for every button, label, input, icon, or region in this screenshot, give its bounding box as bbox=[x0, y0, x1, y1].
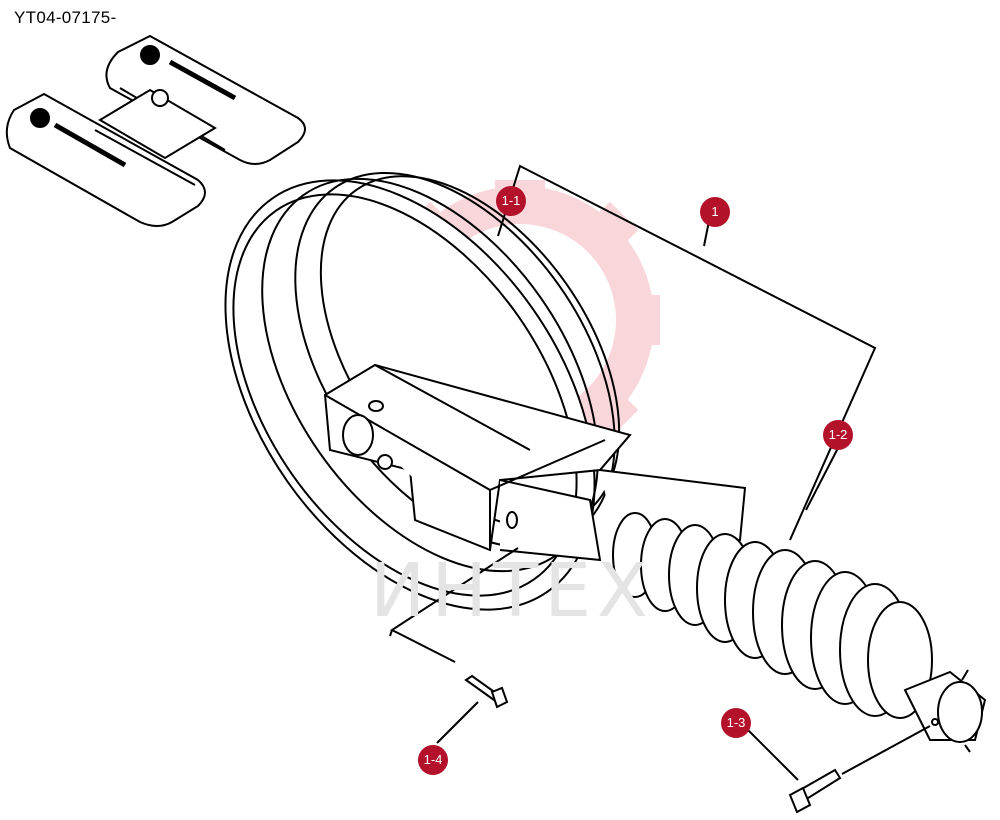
bolt-1-3 bbox=[788, 768, 842, 814]
callout-1-3[interactable]: 1-3 bbox=[721, 708, 751, 738]
callout-1-1[interactable]: 1-1 bbox=[496, 186, 526, 216]
recoil-spring bbox=[612, 512, 987, 753]
document-code: YT04-07175- bbox=[14, 8, 117, 27]
bolt-1-4 bbox=[464, 674, 509, 709]
callout-1[interactable]: 1 bbox=[700, 197, 730, 227]
callout-1-2[interactable]: 1-2 bbox=[823, 420, 853, 450]
callout-1-4[interactable]: 1-4 bbox=[418, 745, 448, 775]
track-frame-thumbnail bbox=[5, 34, 306, 227]
watermark-text: ИНТЕХ bbox=[370, 548, 654, 634]
